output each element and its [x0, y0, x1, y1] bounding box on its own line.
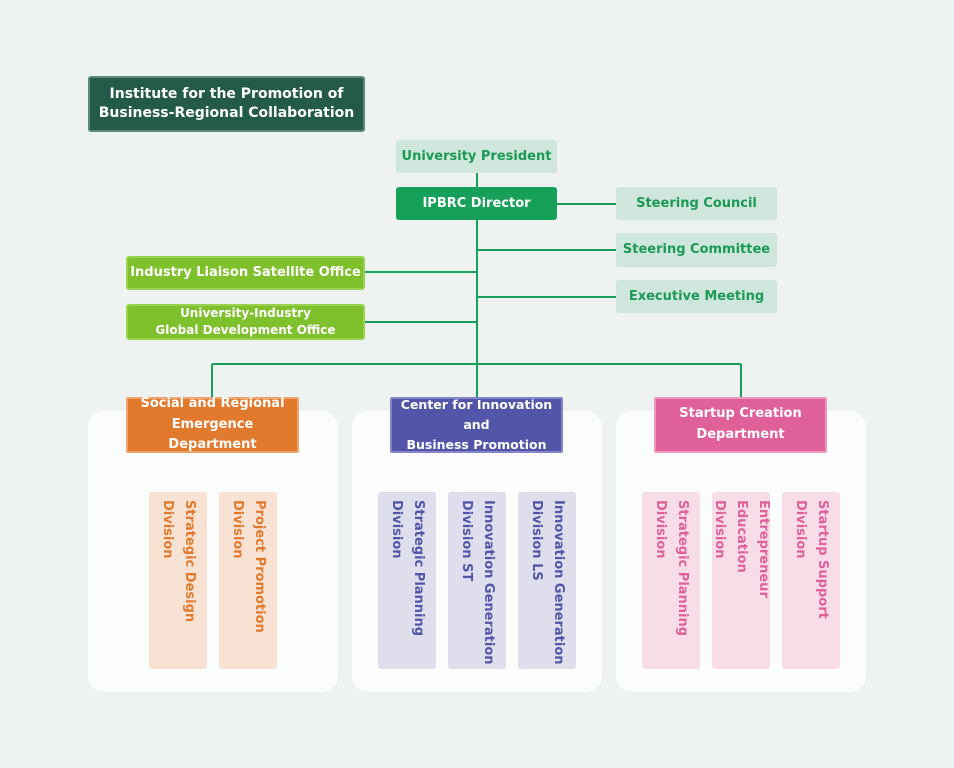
- dept-social-line1: Social and Regional: [140, 395, 285, 411]
- global-development-office-box: University-Industry Global Development O…: [126, 304, 365, 340]
- institute-title-line1: Institute for the Promotion of: [109, 86, 344, 103]
- dept-startup-line1: Startup Creation: [679, 406, 802, 422]
- global-office-line1: University-Industry: [180, 305, 311, 320]
- dept-startup-line2: Department: [696, 427, 785, 442]
- global-office-line2: Global Development Office: [155, 323, 336, 337]
- dept-social-line2: Emergence Department: [168, 416, 257, 453]
- steering-committee-box: Steering Committee: [616, 233, 777, 267]
- strategic-design-division: Strategic Design Division: [149, 492, 207, 669]
- innovation-generation-division-ls: Innovation Generation Division LS: [518, 492, 576, 669]
- department-panel-social: [88, 411, 338, 692]
- institute-title: Institute for the Promotion of Business-…: [88, 76, 365, 132]
- division-label: Strategic Planning Division: [653, 500, 690, 637]
- university-president-box: University President: [396, 140, 557, 173]
- startup-creation-department-box: Startup Creation Department: [654, 397, 827, 453]
- division-label: Innovation Generation Division LS: [529, 500, 566, 665]
- project-promotion-division: Project Promotion Division: [219, 492, 277, 669]
- entrepreneur-education-division: Entrepreneur Education Division: [712, 492, 771, 669]
- division-label: Startup Support Division: [793, 500, 830, 619]
- innovation-center-box: Center for Innovation and Business Promo…: [390, 397, 563, 453]
- dept-innovation-line2: Business Promotion: [406, 437, 547, 452]
- strategic-planning-division-innovation: Strategic Planning Division: [378, 492, 436, 669]
- social-regional-department-box: Social and Regional Emergence Department: [126, 395, 299, 453]
- industry-liaison-office-box: Industry Liaison Satellite Office: [126, 256, 365, 290]
- dept-innovation-line1: Center for Innovation and: [400, 397, 553, 432]
- division-label: Entrepreneur Education Division: [712, 500, 771, 598]
- division-label: Strategic Design Division: [160, 500, 197, 623]
- division-label: Strategic Planning Division: [389, 500, 426, 637]
- strategic-planning-division-startup: Strategic Planning Division: [642, 492, 700, 669]
- division-label: Innovation Generation Division ST: [459, 500, 496, 665]
- ipbrc-director-box: IPBRC Director: [396, 187, 557, 220]
- institute-title-line2: Business-Regional Collaboration: [98, 105, 355, 121]
- division-label: Project Promotion Division: [230, 500, 267, 633]
- innovation-generation-division-st: Innovation Generation Division ST: [448, 492, 506, 669]
- startup-support-division: Startup Support Division: [782, 492, 840, 669]
- executive-meeting-box: Executive Meeting: [616, 280, 777, 313]
- steering-council-box: Steering Council: [616, 187, 777, 220]
